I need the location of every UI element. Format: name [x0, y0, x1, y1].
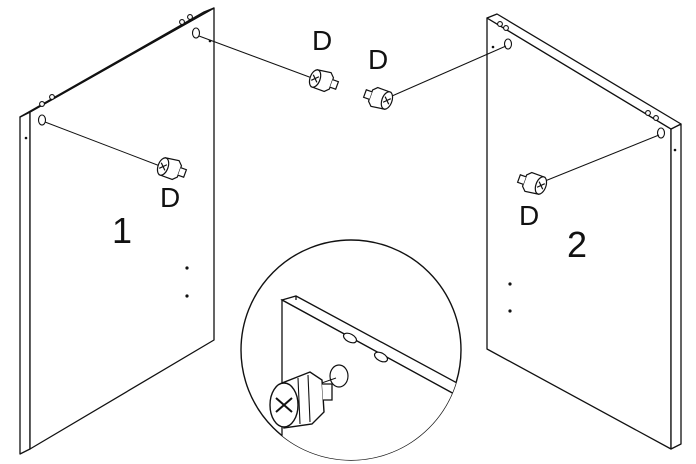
panel-2: [486, 13, 682, 450]
fitting-label: D: [160, 182, 180, 213]
fitting-1: [44, 121, 190, 184]
fitting-2: [198, 35, 342, 96]
fitting-label: D: [312, 25, 332, 56]
fitting-3: [360, 45, 507, 114]
fitting-4: [514, 134, 660, 199]
fitting-label: D: [519, 200, 539, 231]
panel-1-label: 1: [112, 210, 132, 251]
panel-1: [19, 7, 215, 455]
panel-2-label: 2: [567, 224, 587, 265]
fitting-label: D: [368, 44, 388, 75]
detail-magnifier: [240, 239, 462, 461]
cam-lock-fitting-icon: [269, 371, 333, 429]
